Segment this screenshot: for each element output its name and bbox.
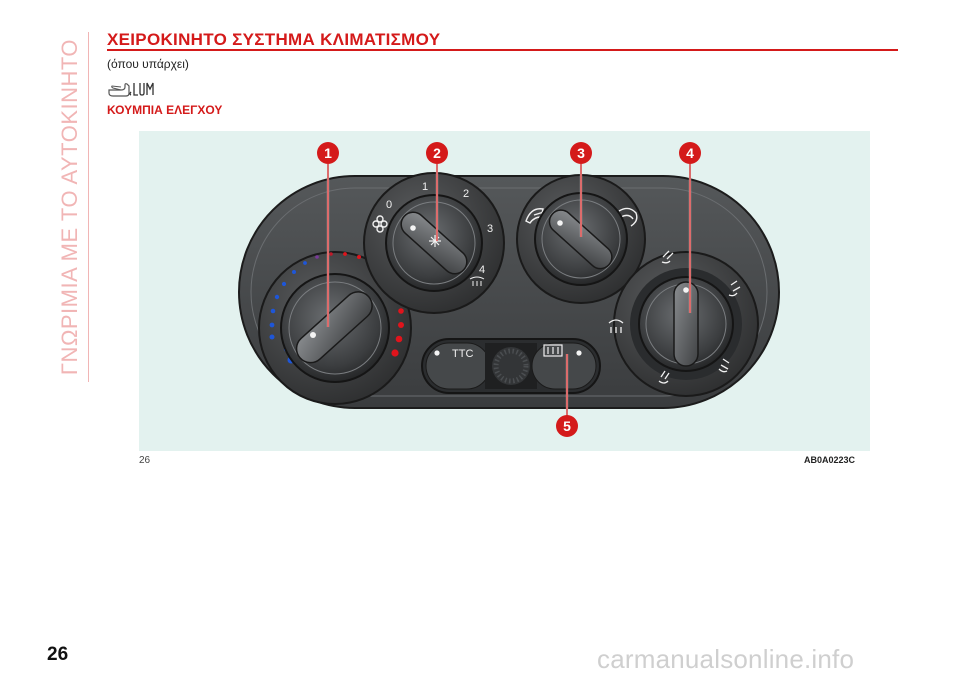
page-subtitle: (όπου υπάρχει) xyxy=(107,57,189,71)
air-distribution-icons xyxy=(608,250,741,384)
figure-page-ref: 26 xyxy=(139,455,151,466)
control-panel-illustration: 0 1 2 3 4 xyxy=(238,142,780,437)
fan-icon xyxy=(372,215,388,233)
air-distribution-knob[interactable] xyxy=(608,250,759,397)
rear-window-defrost-button[interactable] xyxy=(531,342,597,390)
callout-4: 4 xyxy=(679,142,701,164)
fan-speed-scale: 0 1 2 3 4 xyxy=(386,181,493,276)
callout-5: 5 xyxy=(556,415,578,437)
fan-speed-knob[interactable]: 0 1 2 3 4 xyxy=(363,172,505,314)
side-tab-text: ΓΝΩΡΙΜΙΑ ΜΕ ΤΟ ΑΥΤΟΚΙΝΗΤΟ xyxy=(57,38,82,376)
svg-text:4: 4 xyxy=(686,145,694,161)
callout-2: 2 xyxy=(426,142,448,164)
title-rule xyxy=(107,49,898,51)
side-tab: ΓΝΩΡΙΜΙΑ ΜΕ ΤΟ ΑΥΤΟΚΙΝΗΤΟ xyxy=(50,32,90,382)
lum-icon xyxy=(129,82,154,96)
climate-control-figure: 0 1 2 3 4 xyxy=(139,131,870,451)
hand-glyph xyxy=(108,83,130,97)
svg-text:3: 3 xyxy=(577,145,585,161)
speaker-grille xyxy=(485,343,537,389)
watermark: carmanualsonline.info xyxy=(597,644,855,674)
callout-3: 3 xyxy=(570,142,592,164)
figure-code: AB0A0223C xyxy=(804,455,856,465)
svg-text:1: 1 xyxy=(422,181,428,193)
svg-text:4: 4 xyxy=(479,264,485,276)
callout-lines-accent xyxy=(327,164,691,417)
compressor-icon xyxy=(429,235,441,247)
side-tab-rule xyxy=(88,32,89,382)
rear-window-defrost-icon xyxy=(543,344,563,357)
page-title: ΧΕΙΡΟΚΙΝΗΤΟ ΣΥΣΤΗΜΑ ΚΛΙΜΑΤΙΣΜΟΥ xyxy=(107,30,441,49)
recirculation-icon xyxy=(618,207,638,227)
svg-text:0: 0 xyxy=(386,199,392,211)
ttc-button[interactable]: TTC xyxy=(425,342,491,390)
page-number: 26 xyxy=(47,644,69,665)
ttc-label: TTC xyxy=(452,348,473,360)
temperature-knob[interactable] xyxy=(258,251,412,405)
svg-text:1: 1 xyxy=(324,145,332,161)
svg-text:2: 2 xyxy=(433,145,441,161)
svg-text:5: 5 xyxy=(563,418,571,434)
svg-text:2: 2 xyxy=(463,188,469,200)
section-title: ΚΟΥΜΠΙΑ ΕΛΕΓΧΟΥ xyxy=(107,103,223,117)
svg-text:3: 3 xyxy=(487,223,493,235)
pointing-hand-icon xyxy=(108,82,154,97)
windscreen-defrost-small-icon xyxy=(469,276,485,286)
callout-1: 1 xyxy=(317,142,339,164)
button-bar: TTC xyxy=(421,338,601,394)
